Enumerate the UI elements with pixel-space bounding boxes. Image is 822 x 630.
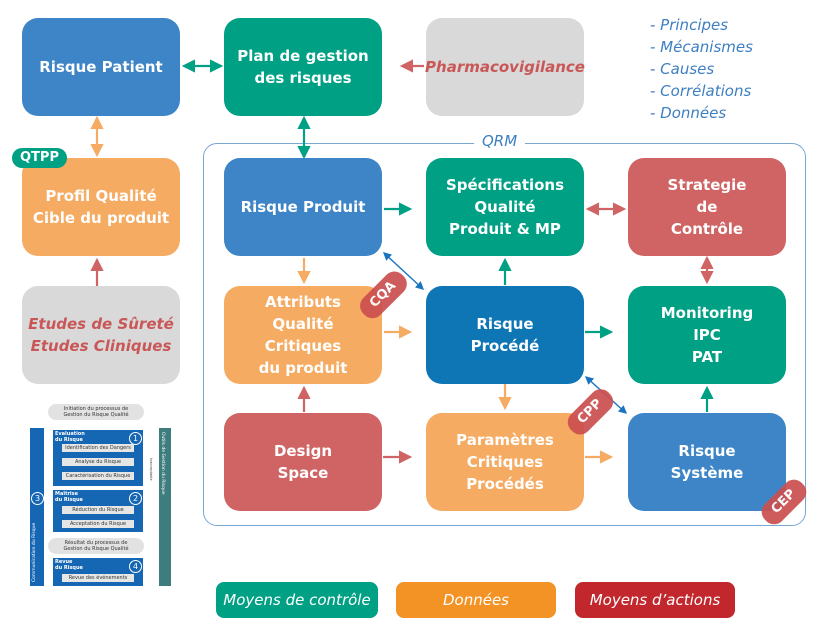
- thumb-step: Réduction du Risque: [62, 506, 134, 514]
- note-item: - Mécanismes: [650, 38, 753, 56]
- legend-moyens-actions[interactable]: Moyens d’actions: [575, 582, 735, 618]
- node-design-space[interactable]: Design Space: [224, 413, 382, 511]
- node-monitoring[interactable]: Monitoring IPC PAT: [628, 286, 786, 384]
- thumb-step: Acceptation du Risque: [62, 520, 134, 528]
- thumb-step: Identification des Dangers: [62, 444, 134, 452]
- node-risque-systeme[interactable]: Risque Système: [628, 413, 786, 511]
- node-profil-qualite[interactable]: Profil Qualité Cible du produit: [22, 158, 180, 256]
- arrow-produit-procede: [382, 252, 425, 290]
- node-pharmacovigilance[interactable]: Pharmacovigilance: [425, 18, 585, 116]
- thumb-right-bar-label: Outils de Gestion du Risque: [160, 432, 165, 495]
- legend-donnees[interactable]: Données: [396, 582, 556, 618]
- note-item: - Données: [650, 104, 727, 122]
- thumb-left-bar-label: Communication du Risque: [32, 522, 37, 582]
- thumb-result: Résultat du processus de Gestion du Risq…: [48, 538, 144, 554]
- notes-list: - Principes - Mécanismes - Causes - Corr…: [650, 14, 753, 124]
- node-risque-patient[interactable]: Risque Patient: [22, 18, 180, 116]
- qrm-label: QRM: [474, 131, 526, 151]
- node-strategie-controle[interactable]: Strategie de Contrôle: [628, 158, 786, 256]
- thumb-left-bar: [30, 428, 44, 586]
- thumb-step: Caractérisation du Risque: [62, 472, 134, 480]
- thumb-number-1: 1: [129, 432, 142, 445]
- node-parametres-critiques[interactable]: Paramètres Critiques Procédés: [426, 413, 584, 511]
- node-etudes[interactable]: Etudes de Sûreté Etudes Cliniques: [22, 286, 180, 384]
- qrm-process-thumbnail: Initiation du processus de Gestion du Ri…: [22, 402, 174, 588]
- node-attributs-qualite[interactable]: Attributs Qualité Critiques du produit: [224, 286, 382, 384]
- note-item: - Corrélations: [650, 82, 752, 100]
- thumb-number-4: 4: [129, 560, 142, 573]
- thumb-start: Initiation du processus de Gestion du Ri…: [48, 404, 144, 420]
- thumb-inacceptable: Inacceptable: [149, 458, 153, 481]
- thumb-step: Analyse du Risque: [62, 458, 134, 466]
- node-risque-procede[interactable]: Risque Procédé: [426, 286, 584, 384]
- thumb-number-3: 3: [31, 492, 44, 505]
- legend-moyens-controle[interactable]: Moyens de contrôle: [216, 582, 378, 618]
- node-risque-produit[interactable]: Risque Produit: [224, 158, 382, 256]
- tag-qtpp: QTPP: [12, 148, 67, 168]
- thumb-right-bar: [159, 428, 171, 586]
- thumb-number-2: 2: [129, 492, 142, 505]
- node-plan-gestion[interactable]: Plan de gestion des risques: [224, 18, 382, 116]
- node-specifications[interactable]: Spécifications Qualité Produit & MP: [426, 158, 584, 256]
- thumb-step: Revue des événements: [62, 574, 134, 582]
- note-item: - Causes: [650, 60, 715, 78]
- note-item: - Principes: [650, 16, 729, 34]
